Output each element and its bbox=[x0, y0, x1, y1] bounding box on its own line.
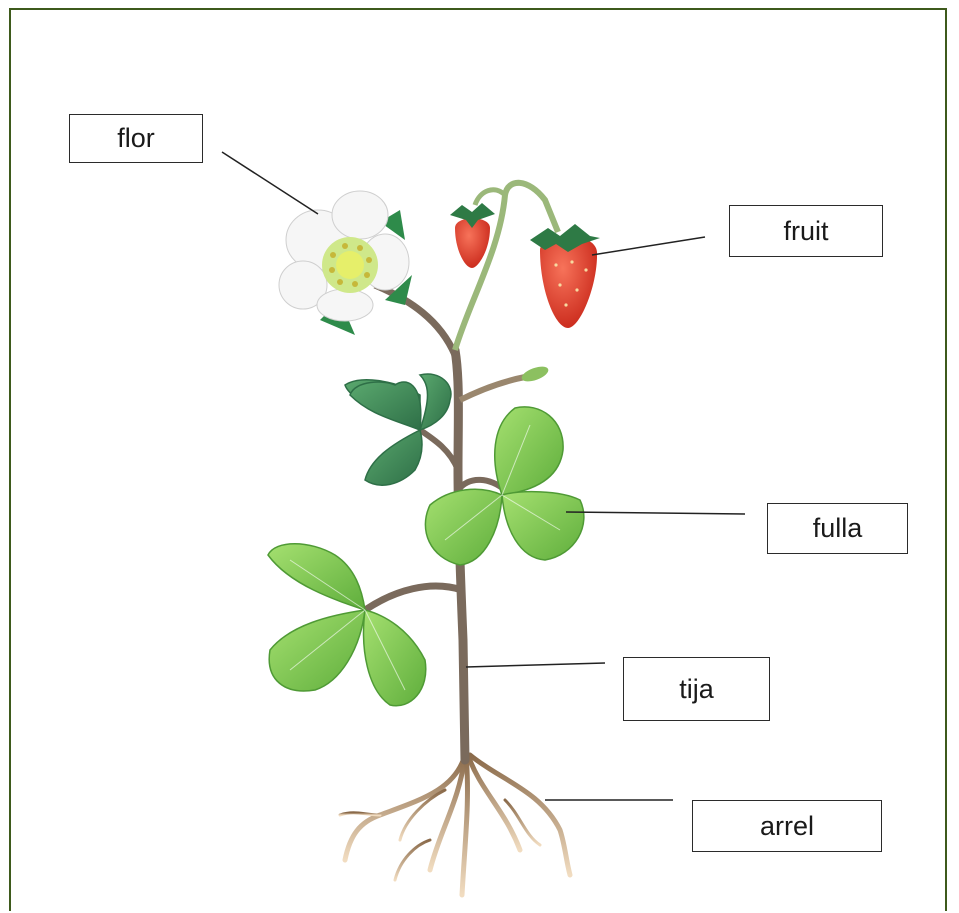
leader-line-tija bbox=[466, 663, 605, 667]
label-fruit: fruit bbox=[729, 205, 883, 257]
label-fulla: fulla bbox=[767, 503, 908, 554]
label-tija: tija bbox=[623, 657, 770, 721]
leaf-upper bbox=[345, 374, 451, 485]
label-flor: flor bbox=[69, 114, 203, 163]
label-arrel: arrel bbox=[692, 800, 882, 852]
leaf-middle bbox=[425, 407, 583, 565]
flower bbox=[279, 191, 412, 335]
leader-line-fulla bbox=[566, 512, 745, 514]
strawberry-large bbox=[530, 224, 600, 328]
flower-stalk bbox=[375, 285, 455, 355]
leader-line-flor bbox=[222, 152, 318, 214]
leader-line-fruit bbox=[592, 237, 705, 255]
roots bbox=[340, 755, 570, 895]
